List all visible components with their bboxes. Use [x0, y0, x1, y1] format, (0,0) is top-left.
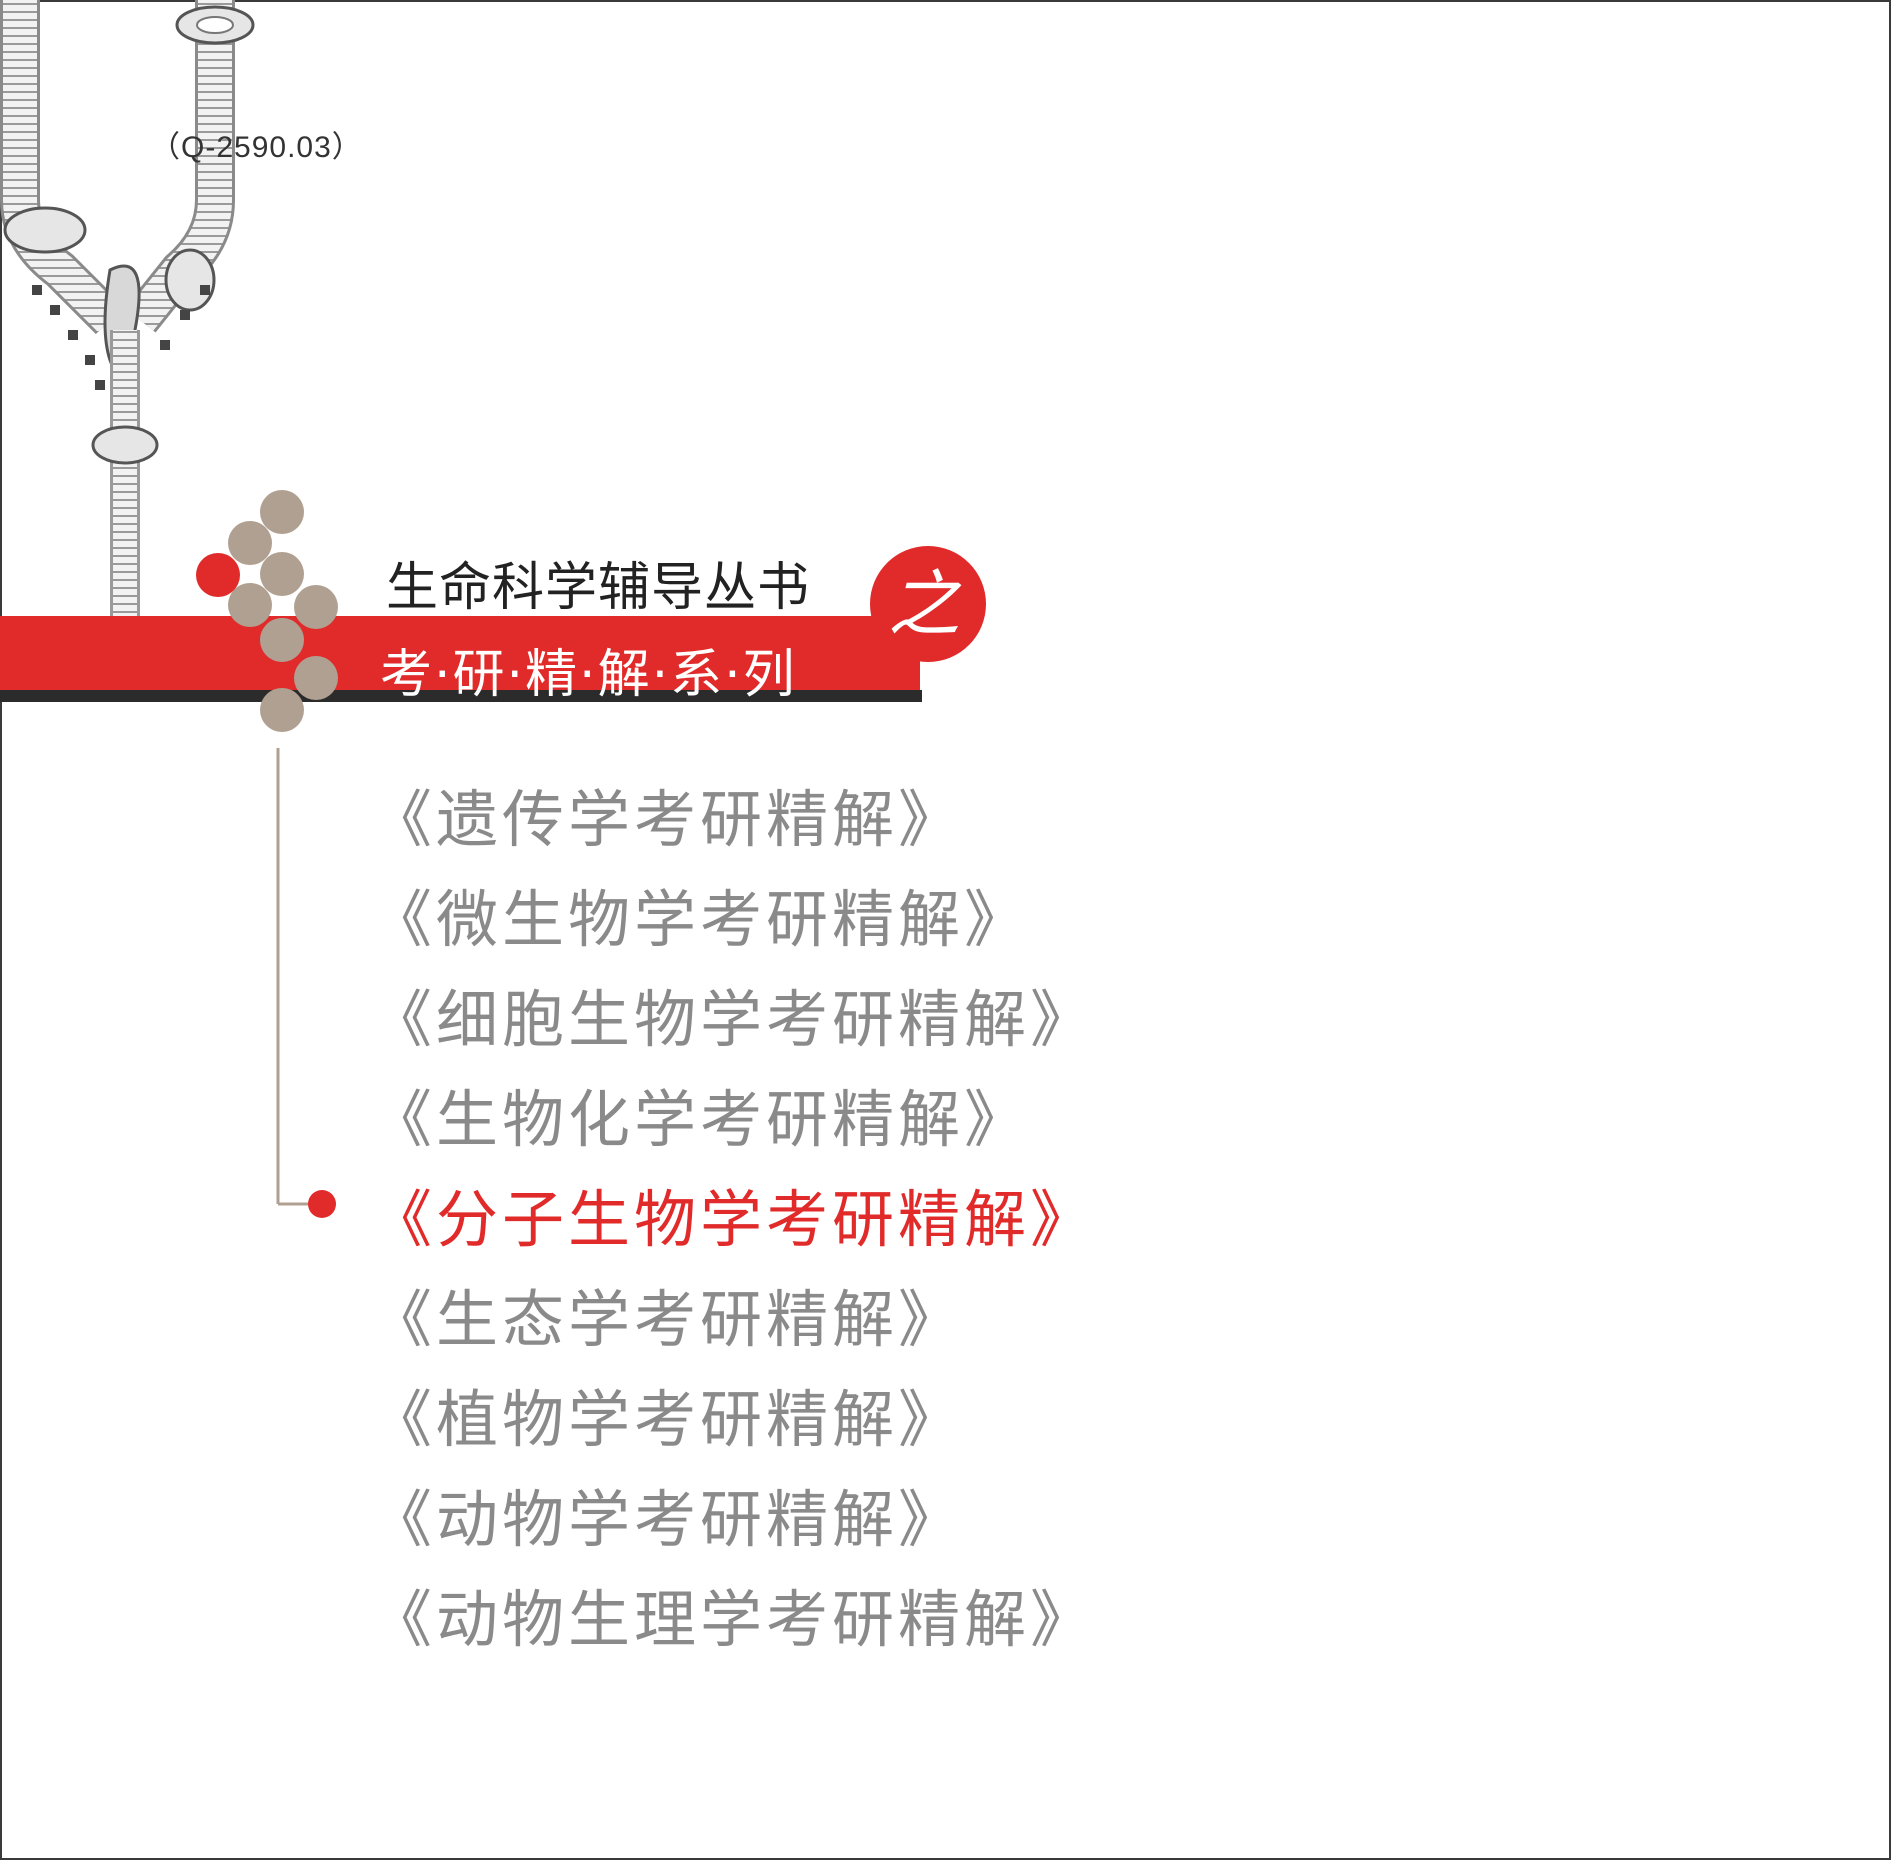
book-title: 《动物生理学考研精解》 [370, 1583, 1097, 1656]
book-title: 《动物学考研精解》 [370, 1483, 965, 1556]
book-title: 《植物学考研精解》 [370, 1383, 965, 1456]
series-logo [0, 490, 986, 1218]
current-book-marker [308, 1190, 336, 1218]
catalog-code: （Q-2590.03） [150, 131, 363, 164]
book-title: 《微生物学考研精解》 [370, 883, 1031, 956]
book-title-current: 《分子生物学考研精解》 [370, 1183, 1097, 1256]
series-subtitle: 考·研·精·解·系·列 [380, 645, 797, 705]
dna-zipper-illustration [0, 0, 255, 620]
dot-cluster [228, 490, 338, 732]
series-connector: 之 [888, 562, 961, 646]
book-title: 《生态学考研精解》 [370, 1283, 965, 1356]
series-title: 生命科学辅导丛书 [386, 558, 811, 618]
book-title: 《生物化学考研精解》 [370, 1083, 1031, 1156]
book-list: 《遗传学考研精解》 《微生物学考研精解》 《细胞生物学考研精解》 《生物化学考研… [370, 770, 1096, 1670]
book-title: 《细胞生物学考研精解》 [370, 983, 1097, 1056]
book-title: 《遗传学考研精解》 [370, 783, 965, 856]
